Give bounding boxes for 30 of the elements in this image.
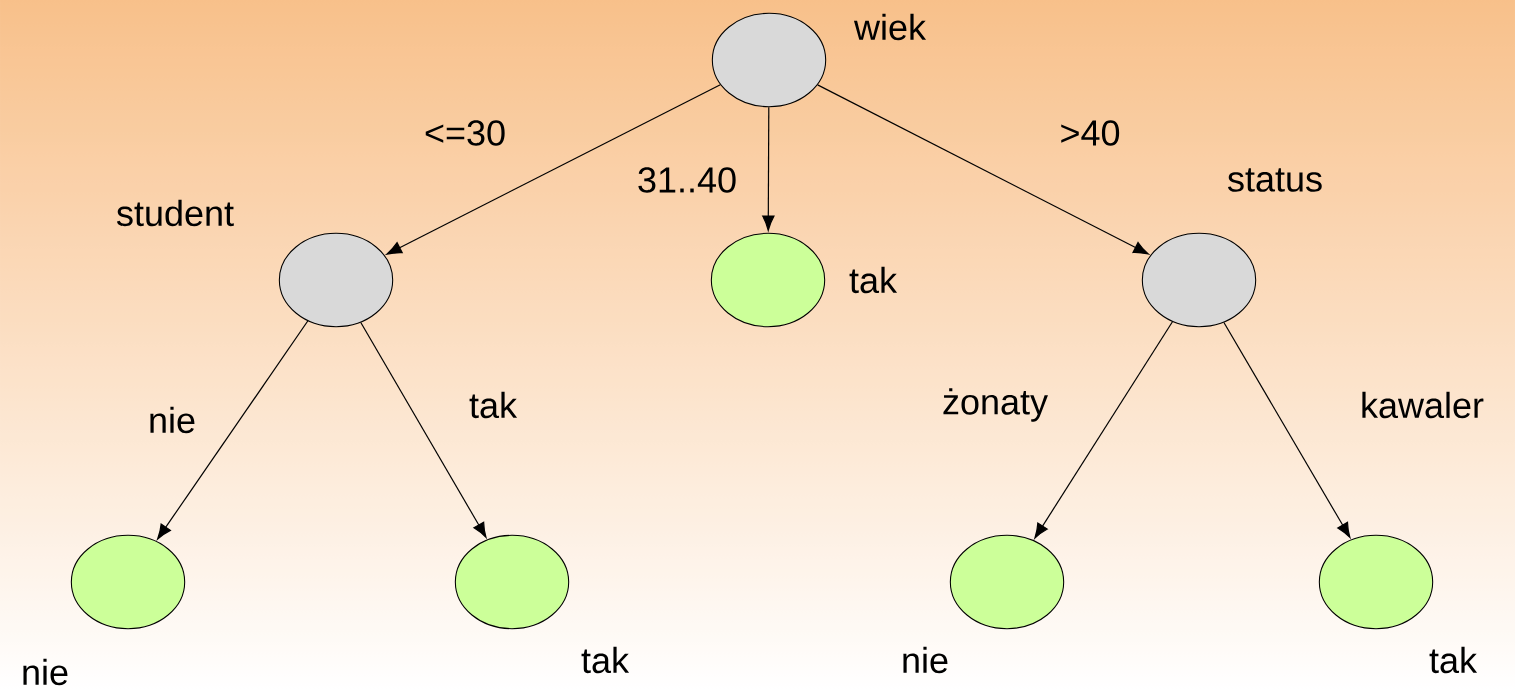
edge-label: żonaty (943, 388, 1048, 422)
node-label: tak (849, 266, 898, 294)
edge-label: 31..40 (638, 167, 736, 193)
node-label: tak (1429, 646, 1478, 674)
tree-node (710, 232, 826, 328)
edge-label: <=30 (425, 120, 505, 146)
node-label: nie (903, 646, 948, 674)
arrow (1223, 321, 1351, 538)
edge-label: kawaler (1362, 391, 1484, 419)
edge-label: >40 (1061, 120, 1120, 146)
arrow (360, 321, 487, 538)
node-label: tak (581, 646, 630, 674)
tree-node (1141, 232, 1257, 328)
edge-label: tak (469, 391, 518, 419)
arrow (386, 84, 721, 255)
tree-node (711, 12, 827, 108)
node-label: wiek (853, 13, 927, 41)
tree-node (278, 232, 394, 328)
node-label: nie (23, 658, 68, 686)
tree-node (1318, 534, 1434, 630)
tree-node (949, 534, 1065, 630)
arrow (157, 320, 309, 540)
node-label: student (117, 199, 234, 227)
tree-node (454, 534, 570, 630)
arrow (762, 106, 775, 231)
node-label: status (1228, 168, 1322, 192)
tree-node (70, 534, 186, 630)
arrow (817, 84, 1149, 255)
arrow (1034, 321, 1174, 539)
edge-label: nie (150, 406, 195, 434)
